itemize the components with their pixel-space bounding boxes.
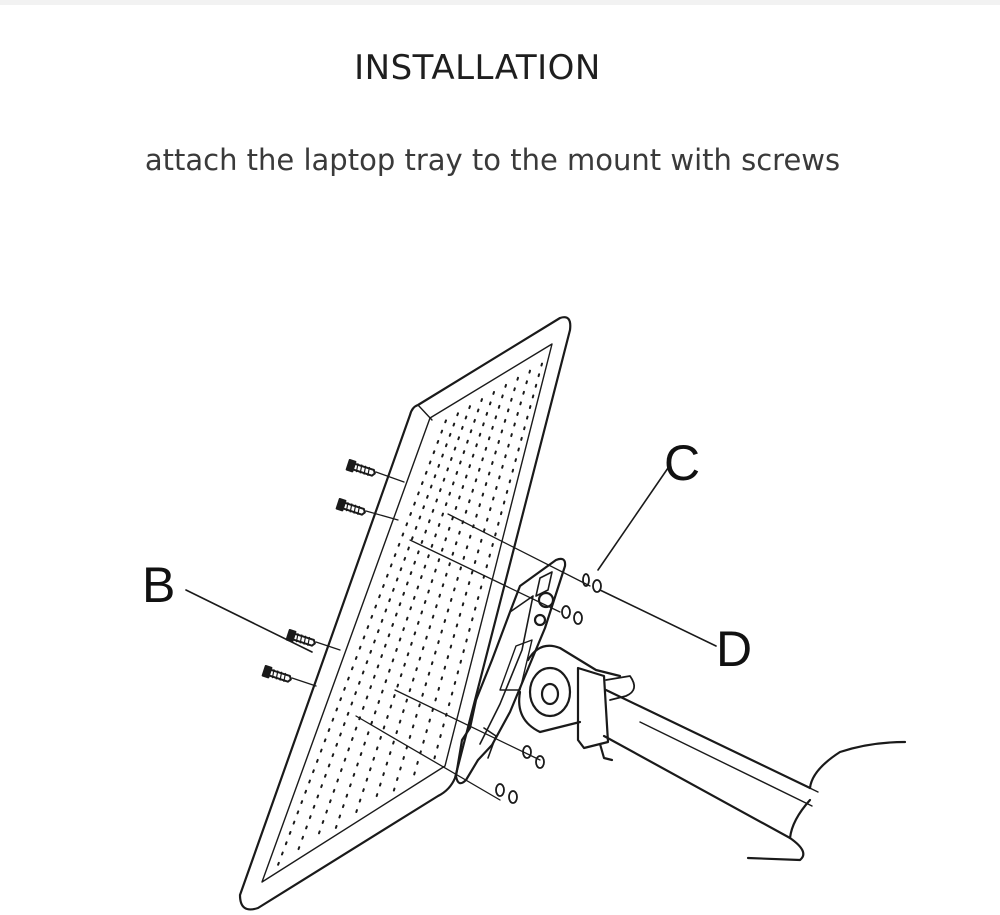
page-title: INSTALLATION bbox=[354, 48, 601, 88]
tray-perforation-row bbox=[296, 412, 459, 855]
laptop-tray bbox=[238, 316, 572, 911]
mount-bracket bbox=[454, 557, 567, 785]
tray-perforation-row bbox=[431, 362, 543, 768]
washers-and-nuts bbox=[495, 573, 602, 804]
tray-perforation-row bbox=[412, 369, 531, 780]
instruction-text: attach the laptop tray to the mount with… bbox=[144, 143, 841, 177]
callout-label-b: B bbox=[142, 557, 176, 613]
callout-leaders bbox=[185, 467, 717, 653]
callout-label-c: C bbox=[664, 435, 701, 491]
callout-label-d: D bbox=[716, 621, 753, 677]
tray-perforation-row bbox=[315, 405, 471, 842]
top-divider bbox=[0, 0, 1000, 5]
tray-perforation-row bbox=[354, 391, 495, 817]
alignment-lines bbox=[291, 471, 591, 801]
tray-screws bbox=[261, 459, 376, 683]
tray-perforation-row bbox=[373, 383, 507, 805]
tray-perforation-row bbox=[392, 376, 519, 793]
tray-perforation-row bbox=[276, 419, 447, 867]
mount-arm bbox=[518, 644, 907, 862]
